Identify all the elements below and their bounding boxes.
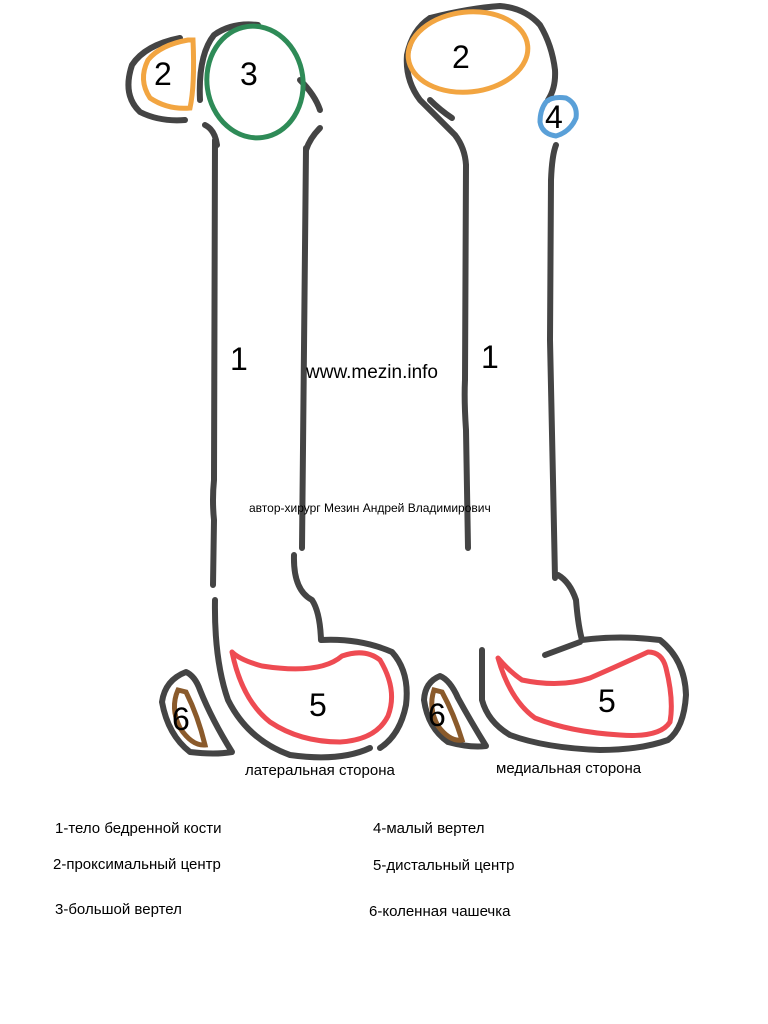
lateral-shaft-right-outline <box>299 145 309 551</box>
medial-head-outline <box>427 3 559 103</box>
medial-distal-center <box>495 649 674 738</box>
lateral-condyle-outline <box>290 552 410 751</box>
medial-label-6: 6 <box>428 697 446 733</box>
legend-item-1: 1-тело бедренной кости <box>55 820 222 837</box>
lateral-label-3: 3 <box>240 56 258 92</box>
lateral-label-6: 6 <box>172 701 190 737</box>
legend-item-6: 6-коленная чашечка <box>369 903 511 920</box>
lateral-distal-center <box>229 649 395 745</box>
medial-label-2: 2 <box>452 39 470 75</box>
medial-neck-inner <box>427 97 455 121</box>
lateral-proximal-center <box>141 37 197 111</box>
lateral-caption: латеральная сторона <box>245 762 395 779</box>
medial-proximal-center <box>405 9 531 95</box>
lateral-label-2: 2 <box>154 56 172 92</box>
author-credit: автор-хирург Мезин Андрей Владимирович <box>249 501 491 515</box>
lateral-patella-outline <box>159 669 235 757</box>
medial-lesser-trochanter-center <box>537 95 579 139</box>
medial-label-1: 1 <box>481 339 499 375</box>
lateral-trochanter-join <box>303 125 323 153</box>
medial-caption: медиальная сторона <box>496 760 642 777</box>
legend-item-4: 4-малый вертел <box>373 820 485 837</box>
medial-femur: 1 2 4 5 6 медиальная сторона <box>403 3 689 777</box>
lateral-femur: 1 2 3 5 6 латеральная сторона <box>125 21 410 779</box>
medial-shaft-left-outline <box>461 162 471 551</box>
medial-label-4: 4 <box>545 99 563 135</box>
medial-shaft-right-outline <box>547 142 559 581</box>
medial-patella-center <box>429 687 466 743</box>
lateral-label-1: 1 <box>230 341 248 377</box>
medial-condyle-top <box>542 639 583 658</box>
medial-patella-outline <box>421 673 489 750</box>
medial-condyle-outline <box>479 572 689 753</box>
lateral-neck-join <box>202 122 220 148</box>
lateral-greater-trochanter-center <box>204 23 306 141</box>
lateral-shaft-left-lower-outline <box>211 597 373 761</box>
lateral-neck-outline <box>125 35 188 124</box>
legend-item-3: 3-большой вертел <box>55 901 182 918</box>
lateral-shaft-left-outline <box>210 137 218 588</box>
legend-item-5: 5-дистальный центр <box>373 857 515 874</box>
medial-label-5: 5 <box>598 683 616 719</box>
site-watermark: www.mezin.info <box>305 362 438 383</box>
lateral-patella-center <box>172 687 209 748</box>
legend-item-2: 2-проксимальный центр <box>53 856 221 873</box>
lateral-label-5: 5 <box>309 687 327 723</box>
lateral-head-outline <box>196 21 261 103</box>
